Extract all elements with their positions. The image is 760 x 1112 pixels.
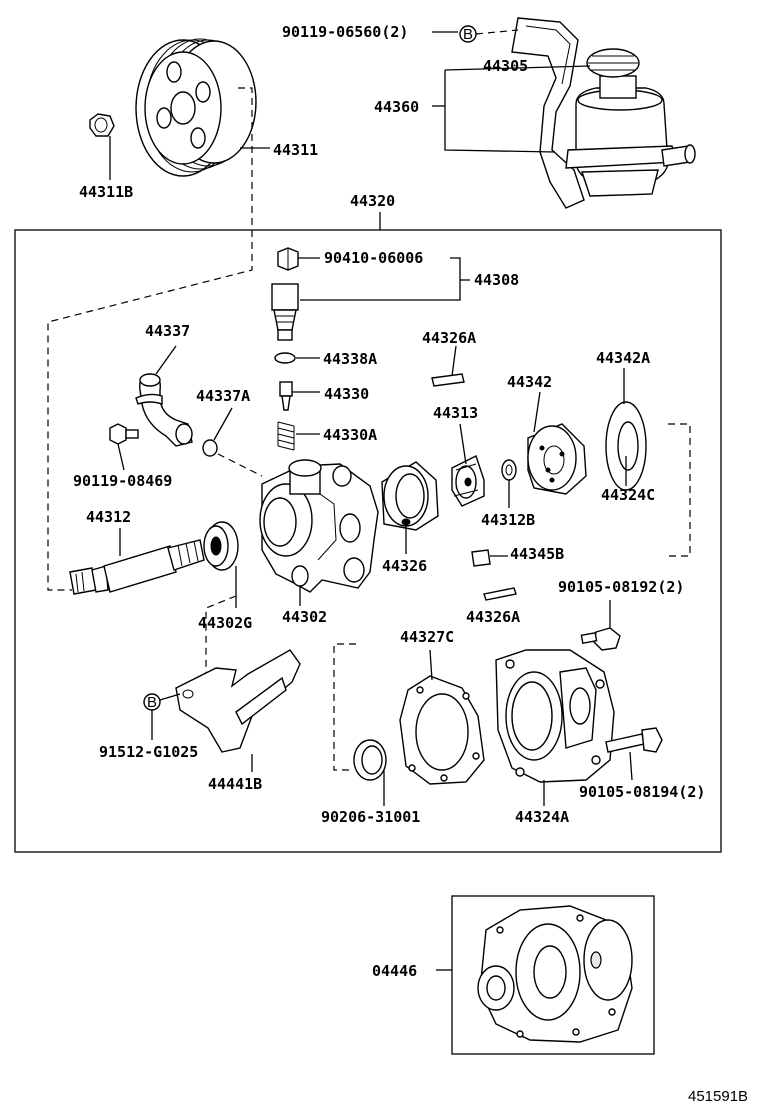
label-44337: 44337	[145, 322, 190, 340]
rear-housing-44324A	[495, 649, 615, 783]
label-44327C: 44327C	[400, 628, 454, 646]
o-ring-44338A	[274, 352, 296, 364]
pin-44326A-top	[431, 373, 465, 387]
pin-44326A-bottom	[483, 587, 517, 601]
label-44360: 44360	[374, 98, 419, 116]
o-ring-44337A	[202, 439, 218, 457]
nut-44311B	[89, 113, 115, 137]
valve-44330	[279, 381, 293, 411]
label-04446: 04446	[372, 962, 417, 980]
label-44311: 44311	[273, 141, 318, 159]
label-91512-G1025: 91512-G1025	[99, 743, 198, 761]
label-44313: 44313	[433, 404, 478, 422]
label-44312: 44312	[86, 508, 131, 526]
label-44342: 44342	[507, 373, 552, 391]
rotor-44313	[451, 455, 485, 507]
valve-44308	[271, 283, 299, 341]
spring-44330A	[277, 421, 295, 451]
seal-90206-31001	[353, 739, 387, 781]
label-44326A-bottom: 44326A	[466, 608, 520, 626]
label-44312B: 44312B	[481, 511, 535, 529]
label-44338A: 44338A	[323, 350, 377, 368]
label-44320: 44320	[350, 192, 395, 210]
bolt-90105-08194	[605, 727, 663, 753]
label-44326: 44326	[382, 557, 427, 575]
label-44342A: 44342A	[596, 349, 650, 367]
label-90105-08194: 90105-08194(2)	[579, 783, 705, 801]
ring-44312B	[501, 459, 517, 481]
label-44308: 44308	[474, 271, 519, 289]
label-44311B: 44311B	[79, 183, 133, 201]
callout-b-top: B	[463, 26, 473, 43]
figure-number: 451591B	[688, 1088, 748, 1105]
label-44302: 44302	[282, 608, 327, 626]
cap-90410-06006	[277, 247, 299, 271]
label-44324A: 44324A	[515, 808, 569, 826]
label-90105-08192: 90105-08192(2)	[558, 578, 684, 596]
pin-44345B	[471, 549, 491, 567]
housing-44302	[259, 459, 379, 593]
label-90119-06560: 90119-06560(2)	[282, 23, 408, 41]
cam-ring-44326	[381, 461, 439, 531]
pump-assembly-frame	[14, 229, 722, 853]
label-44337A: 44337A	[196, 387, 250, 405]
callout-b-bracket: B	[147, 694, 157, 711]
label-44305: 44305	[483, 57, 528, 75]
label-90119-08469: 90119-08469	[73, 472, 172, 490]
bolt-90119-08469	[109, 423, 139, 445]
bolt-90105-08192	[580, 627, 621, 651]
pressure-plate-44342	[527, 423, 587, 495]
label-44326A-top: 44326A	[422, 329, 476, 347]
pulley-44311	[135, 38, 257, 177]
label-44302G: 44302G	[198, 614, 252, 632]
bracket-44441B	[175, 649, 301, 753]
gasket-kit-04446	[477, 905, 633, 1043]
label-44441B: 44441B	[208, 775, 262, 793]
label-44324C: 44324C	[601, 486, 655, 504]
gasket-44342A	[605, 401, 647, 491]
gasket-44327C	[399, 675, 485, 785]
shaft-44312	[69, 539, 205, 595]
label-44330: 44330	[324, 385, 369, 403]
reservoir-44360	[511, 17, 696, 209]
union-44337	[135, 373, 193, 447]
label-90410-06006: 90410-06006	[324, 249, 423, 267]
bearing-44302G	[203, 521, 239, 571]
label-44345B: 44345B	[510, 545, 564, 563]
label-44330A: 44330A	[323, 426, 377, 444]
gasket-kit-frame	[451, 895, 655, 1055]
label-90206-31001: 90206-31001	[321, 808, 420, 826]
